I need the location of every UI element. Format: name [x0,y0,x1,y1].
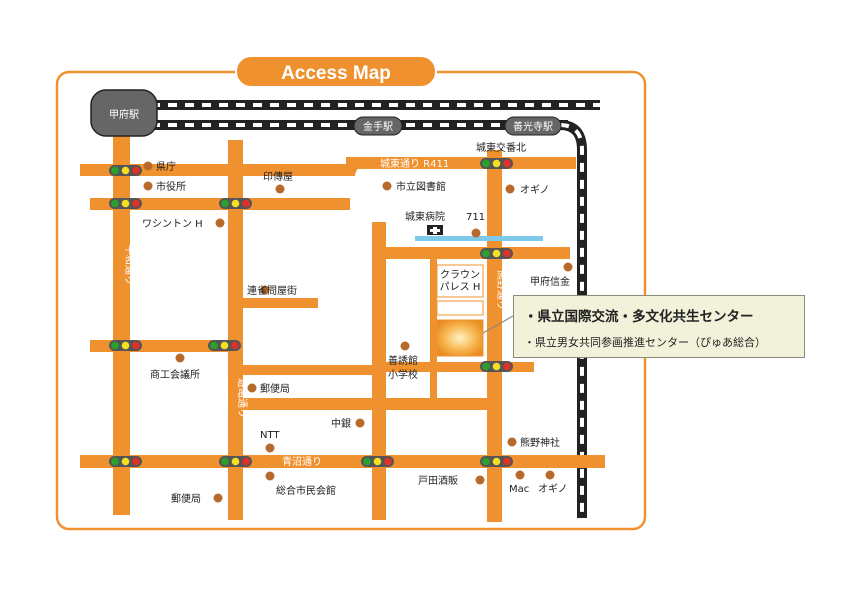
facility-callout: ・県立国際交流・多文化共生センター ・県立男女共同参画推進センター（ぴゅあ総合） [513,295,805,358]
label-zendan-1: 善誘館 [388,354,418,367]
label-kofu-shinkin: 甲府信金 [530,275,570,288]
poi-dot [247,383,257,393]
traffic-signal-icon [219,198,252,209]
poi-dot [505,184,515,194]
poi-dot [545,470,555,480]
label-yubin-1: 郵便局 [260,382,290,395]
poi-dot [475,475,485,485]
label-ogino-1: オギノ [520,184,550,196]
poi-dot [400,341,410,351]
label-joto-koban: 城東交番北 [476,141,526,154]
poi-dot [515,470,525,480]
station-kofu-badge [90,89,158,137]
railway [100,100,600,518]
poi-dot [260,285,270,295]
road-label-yugame: 遊亀通り [236,378,249,418]
title-pill [235,55,437,88]
label-ntt: NTT [260,430,280,441]
poi-dot [507,437,517,447]
crown-palace-label-1: クラウン [440,269,480,281]
station-kofu: 甲府駅 [109,108,139,121]
traffic-signal-icon [480,158,513,169]
road-label-heiwa: 平和通り [123,245,135,285]
traffic-signal-icon [109,198,142,209]
label-711: 711 [466,212,485,223]
river [415,236,543,241]
traffic-signal-icon [361,456,394,467]
label-toda: 戸田酒販 [418,475,458,487]
callout-pointer [482,315,514,334]
label-washington: ワシントン H [142,219,203,230]
roads [80,130,605,522]
label-yubin-2: 郵便局 [171,492,201,505]
poi-dot [563,262,573,272]
poi-dots [143,161,573,503]
hospital-icon [427,225,443,235]
poi-dot [471,228,481,238]
label-ogino-2: オギノ [538,483,568,495]
label-shoko: 商工会議所 [150,368,200,381]
target-building [436,319,484,357]
road-label-kumano: 熊野通り [495,270,508,310]
traffic-signal-icon [109,340,142,351]
crown-palace-building [436,264,484,298]
poi-dot [355,418,365,428]
road-label-joto: 城東通り R411 [380,157,449,170]
label-mac: Mac [509,484,529,495]
label-sogo: 総合市民会館 [276,484,336,497]
poi-dot [275,184,285,194]
poi-dot [213,493,223,503]
poi-dot [382,181,392,191]
traffic-signal-icon [219,456,252,467]
label-nakagin: 中銀 [331,417,351,430]
station-zenkoji-badge [504,116,562,136]
poi-dot [265,471,275,481]
traffic-signal-icon [109,165,142,176]
label-toshokan: 市立図書館 [396,180,446,193]
traffic-signal-icon [480,456,513,467]
traffic-signal-icon [480,248,513,259]
road-label-aonuma: 青沼通り [282,455,322,468]
traffic-signal-icon [480,361,513,372]
label-joto-byoin: 城東病院 [405,210,445,223]
label-shiyakusho: 市役所 [156,180,186,193]
poi-dot [265,443,275,453]
label-kencho: 県庁 [156,160,176,173]
station-kanete-badge [353,116,403,136]
traffic-signal-icon [208,340,241,351]
label-indenya: 印傳屋 [263,170,293,183]
label-zendan-2: 小学校 [388,368,418,381]
callout-main-facility: ・県立国際交流・多文化共生センター [524,309,754,325]
traffic-signals [109,158,513,467]
poi-dot [143,181,153,191]
station-kanete: 金手駅 [363,120,393,133]
callout-sub-facility: ・県立男女共同参画推進センター（ぴゅあ総合） [524,336,766,349]
station-zenkoji: 善光寺駅 [513,120,553,133]
traffic-signal-icon [109,456,142,467]
label-renjaku: 連雀問屋街 [247,284,297,297]
map-title: Access Map [281,63,391,84]
poi-dot [215,218,225,228]
crown-palace-label-2: パレス H [440,281,481,293]
poi-dot [143,161,153,171]
label-kumano-jinja: 熊野神社 [520,436,560,449]
building-small [436,300,484,316]
poi-dot [175,353,185,363]
